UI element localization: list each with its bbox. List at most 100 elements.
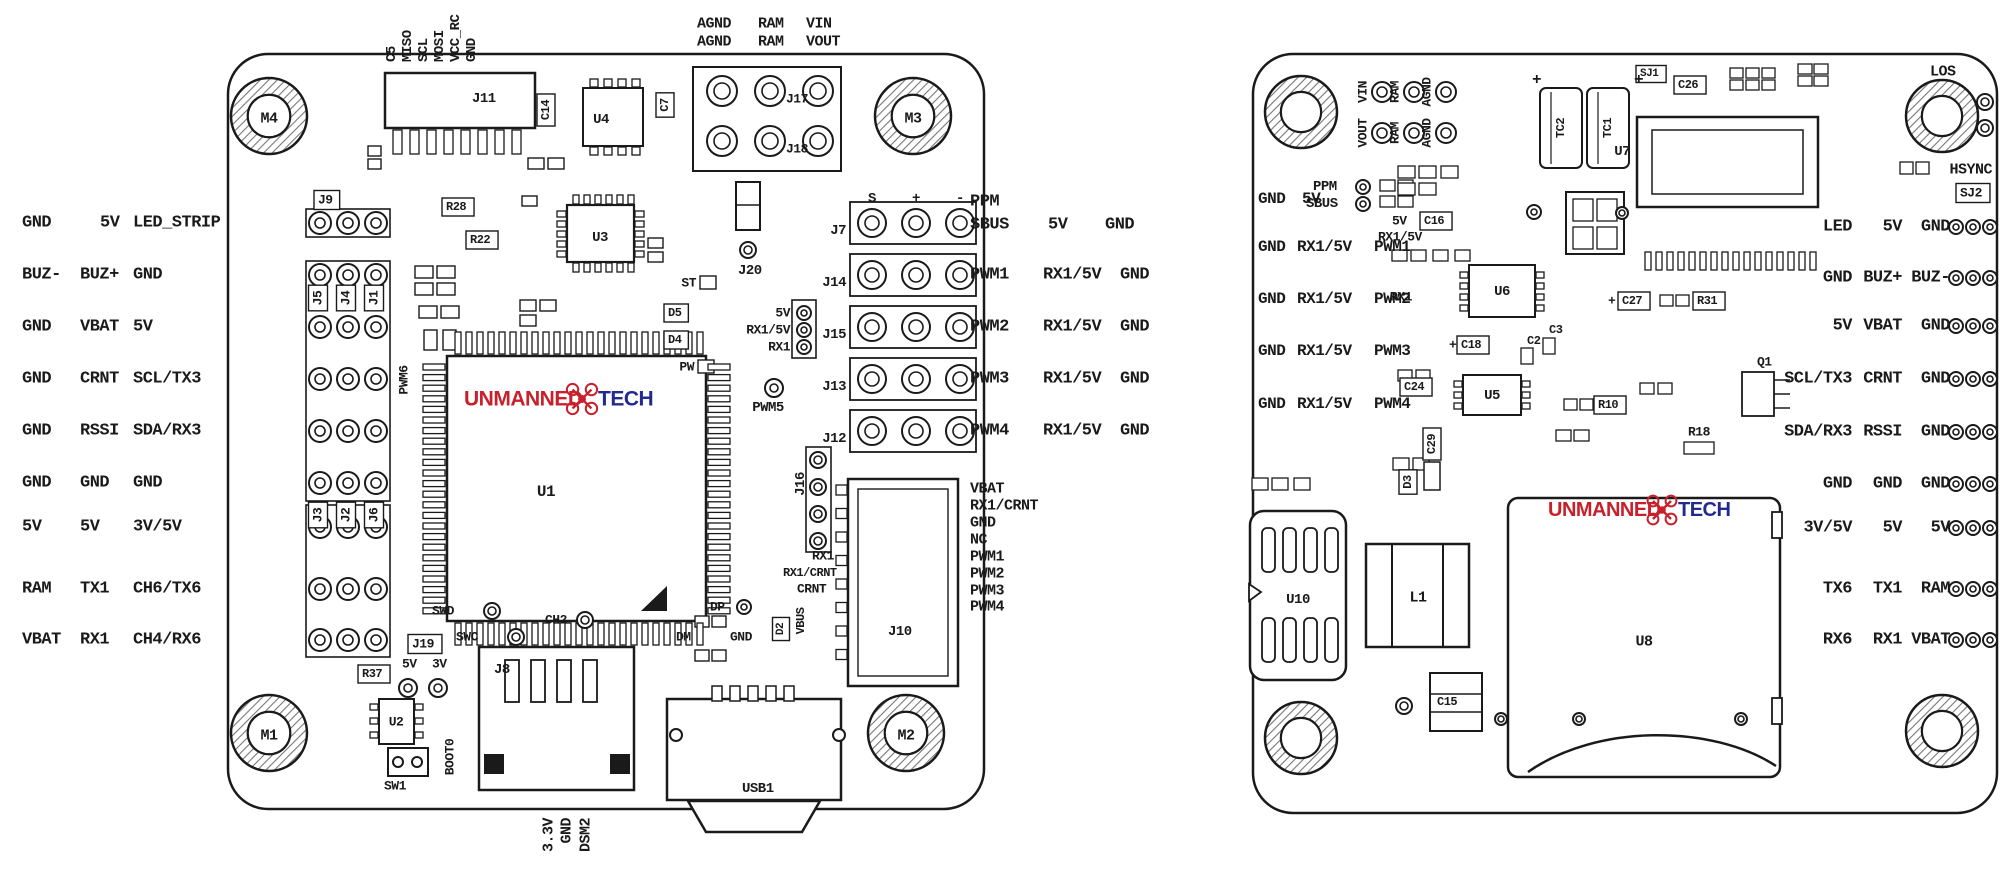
pad-hole xyxy=(813,482,823,492)
mounting-hole-bore xyxy=(890,93,936,139)
pad-hole xyxy=(800,326,808,334)
pin-row-pin xyxy=(707,511,731,520)
pin-row-pin xyxy=(422,511,446,520)
pad-hole xyxy=(809,82,827,100)
pad-hole xyxy=(1969,223,1977,231)
silkscreen-label: RX6 xyxy=(1823,631,1852,650)
silkscreen-label: 5V xyxy=(1931,519,1952,538)
component-outline xyxy=(1899,161,1914,175)
pin-row-pin xyxy=(835,531,848,543)
component-outline xyxy=(1423,461,1441,491)
silkscreen-label: GND xyxy=(1823,475,1852,494)
pin-row-pin xyxy=(1521,380,1531,388)
mounting-hole-bore xyxy=(1279,90,1323,134)
silkscreen-label: VCC_RC xyxy=(448,13,464,62)
solder-pad xyxy=(392,756,404,768)
pin-row-pin xyxy=(631,78,641,88)
pad-hole xyxy=(1408,86,1420,98)
pad-hole xyxy=(1952,274,1960,282)
pin-row-pin xyxy=(1459,271,1469,279)
pad-hole xyxy=(713,82,731,100)
component-outline xyxy=(436,282,456,296)
silkscreen-label: PPM xyxy=(1313,179,1337,195)
silkscreen-label: RX1/5V xyxy=(746,323,791,338)
silkscreen-label: VIN xyxy=(806,16,832,33)
silkscreen-label: GND xyxy=(730,630,753,645)
pin-row-pin xyxy=(1787,251,1795,271)
drone-icon xyxy=(565,382,599,416)
silkscreen-label: TX1 xyxy=(80,580,109,599)
silkscreen-label: GND xyxy=(1120,422,1149,441)
pad-hole xyxy=(580,615,590,625)
component-outline xyxy=(1432,249,1449,262)
silkscreen-label: 5V xyxy=(1392,214,1407,229)
silkscreen-label: DP xyxy=(710,600,725,615)
component-outline xyxy=(547,157,565,170)
pin-row-pin xyxy=(422,437,446,445)
silkscreen-label: BUZ+ xyxy=(1863,269,1902,288)
mounting-hole-bore xyxy=(246,710,292,756)
pin-row-pin xyxy=(414,703,424,711)
component-outline xyxy=(1303,527,1318,573)
component-outline xyxy=(711,615,727,628)
pin-row-pin xyxy=(594,194,602,205)
silkscreen-label: J11 xyxy=(472,91,496,107)
silkscreen-label: CH4/RX6 xyxy=(133,631,201,650)
pin-row-pin xyxy=(707,363,731,371)
pad-hole xyxy=(314,373,326,385)
pin-row-pin xyxy=(594,262,602,273)
ref-designator-box xyxy=(335,284,357,312)
ref-designator-box xyxy=(1635,64,1667,84)
pad-hole xyxy=(314,477,326,489)
silkscreen-label: RX1 xyxy=(768,340,791,355)
component-outline xyxy=(1596,226,1618,250)
component-outline xyxy=(1797,63,1813,75)
component-outline xyxy=(1572,198,1594,222)
pin-row-pin xyxy=(422,585,446,594)
silkscreen-label: J8 xyxy=(494,662,510,678)
component-outline xyxy=(1761,67,1776,79)
component-outline xyxy=(1729,79,1744,91)
component-outline xyxy=(414,282,434,296)
pad-hole xyxy=(952,215,968,231)
component-outline xyxy=(1813,63,1829,75)
pad-hole xyxy=(713,132,731,150)
ref-designator-box xyxy=(536,93,556,127)
pin-row-pin xyxy=(498,622,506,646)
ref-designator-box xyxy=(1593,395,1627,415)
pin-row-pin xyxy=(605,262,613,273)
pin-row-pin xyxy=(707,416,731,424)
detail-shape xyxy=(685,799,823,834)
silkscreen-label: RX1 xyxy=(1390,290,1413,305)
solder-pad xyxy=(832,728,846,742)
silkscreen-label: RSSI xyxy=(80,422,119,441)
component-outline xyxy=(556,659,572,703)
pin-row-pin xyxy=(630,331,638,355)
pin-row-pin xyxy=(1521,391,1531,399)
silkscreen-label: J2 xyxy=(339,507,354,522)
silkscreen-label: GND xyxy=(133,474,162,493)
silkscreen-label: SDA/RX3 xyxy=(1784,423,1852,442)
pad-hole xyxy=(511,632,521,642)
pin-row-pin xyxy=(583,262,591,273)
silkscreen-label: PPM xyxy=(970,193,999,212)
pin-row-pin xyxy=(652,622,660,646)
silkscreen-label: GND xyxy=(22,214,51,233)
silkscreen-label: J12 xyxy=(822,431,846,447)
silkscreen-label: RX1/5V xyxy=(1043,266,1103,285)
pad-hole xyxy=(1952,480,1960,488)
component-outline xyxy=(1797,75,1813,87)
pad-hole xyxy=(342,217,354,229)
silkscreen-label: R31 xyxy=(1697,294,1717,308)
pin-row-pin xyxy=(422,448,446,456)
component-outline xyxy=(1745,79,1760,91)
silkscreen-label: GND xyxy=(80,474,109,493)
pin-row-pin xyxy=(498,331,506,355)
pin-row-pin xyxy=(1743,251,1751,271)
silkscreen-label: GND xyxy=(1120,370,1149,389)
component-outline xyxy=(527,157,545,170)
pin-row-pin xyxy=(1453,402,1463,410)
silkscreen-label: J6 xyxy=(367,507,382,522)
silkscreen-label: + xyxy=(1608,294,1616,309)
